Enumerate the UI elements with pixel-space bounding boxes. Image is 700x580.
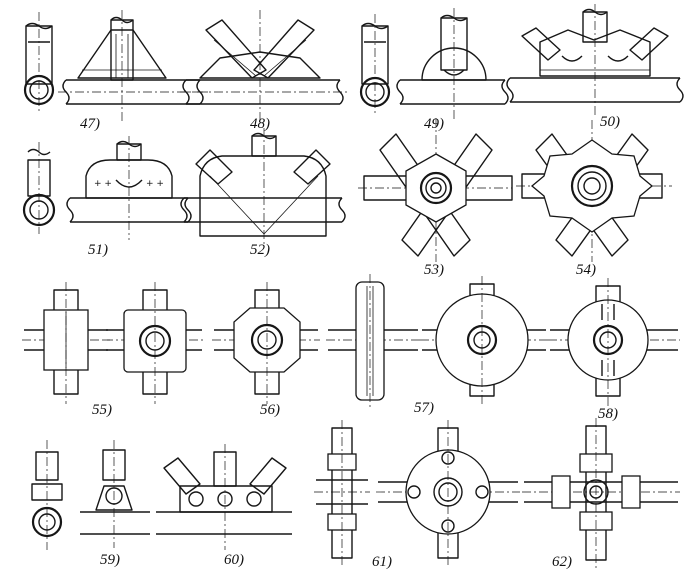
fig-61-drawing (314, 420, 520, 566)
fig-50-drawing (506, 4, 684, 118)
figure-label-54: 54) (576, 262, 596, 278)
figure-label-56: 56) (260, 402, 280, 418)
fig-49-drawing (359, 8, 509, 122)
fig-54-drawing (516, 120, 672, 262)
fig-56-drawing (104, 282, 320, 404)
figure-label-62: 62) (552, 554, 572, 570)
figure-label-61: 61) (372, 554, 392, 570)
figure-label-47: 47) (80, 116, 100, 132)
figure-label-51: 51) (88, 242, 108, 258)
figure-label-50: 50) (600, 114, 620, 130)
figure-label-58: 58) (598, 406, 618, 422)
figure-label-59: 59) (100, 552, 120, 568)
figure-label-49: 49) (424, 116, 444, 132)
figure-label-60: 60) (224, 552, 244, 568)
fig-53-drawing (358, 118, 513, 262)
fig-60-drawing (156, 444, 292, 550)
fig-55-drawing (22, 282, 110, 404)
fig-47-drawing (23, 10, 208, 122)
fig-62-drawing (522, 418, 680, 568)
figure-label-55: 55) (92, 402, 112, 418)
fig-58-drawing (548, 278, 680, 406)
figure-label-52: 52) (250, 242, 270, 258)
fig-52-drawing (180, 128, 346, 244)
fig-57-drawing (326, 274, 548, 410)
figure-label-53: 53) (424, 262, 444, 278)
figure-label-48: 48) (250, 116, 270, 132)
svg-text:+ +: + + (94, 179, 112, 189)
fig-48-drawing (180, 10, 348, 122)
svg-text:+ +: + + (146, 179, 164, 189)
fig-59-drawing (31, 440, 150, 550)
fig-51-drawing: + + + + (22, 136, 192, 240)
figure-label-57: 57) (414, 400, 434, 416)
